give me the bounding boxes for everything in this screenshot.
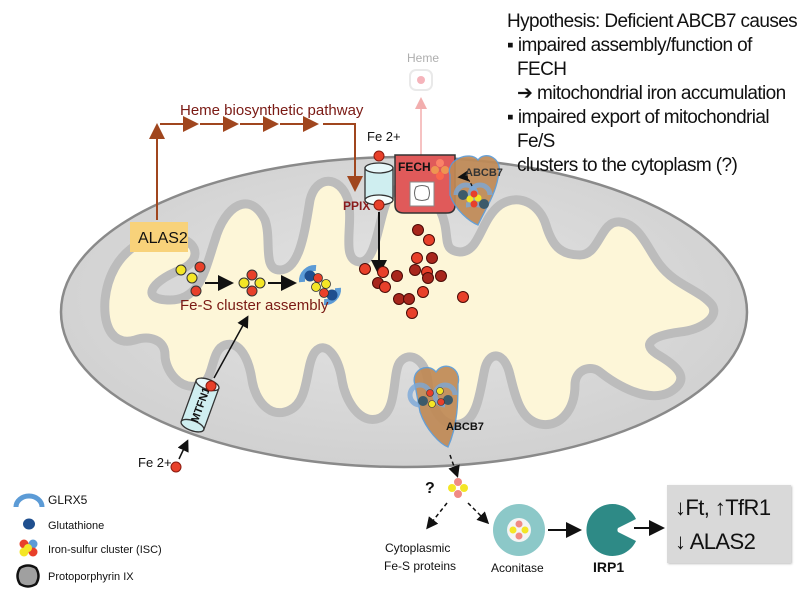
ppix-label: PPIX — [343, 199, 370, 213]
abcb7-bottom-label: ABCB7 — [446, 421, 484, 433]
hypothesis-consequence: ➔ mitochondrial iron accumulation — [507, 82, 799, 106]
abcb7-transporter-top: ABCB7 — [448, 155, 503, 226]
fech-label: FECH — [398, 160, 431, 174]
hypothesis-bullet-2: ▪ impaired export of mitochondrial Fe/S — [507, 106, 799, 154]
glutathione-dot-icon — [23, 518, 35, 530]
heme-pathway-label: Heme biosynthetic pathway — [180, 102, 364, 119]
cyto-label-line2: Fe-S proteins — [384, 559, 456, 573]
hypothesis-bullet-1: ▪ impaired assembly/function of FECH — [507, 34, 799, 82]
fe-top-label: Fe 2+ — [367, 129, 401, 144]
exported-isc-icon — [448, 478, 468, 498]
hypothesis-panel: Hypothesis: Deficient ABCB7 causes ▪ imp… — [507, 10, 799, 178]
iron-ion-icon — [205, 380, 217, 392]
consequence-text: mitochondrial iron accumulation — [537, 83, 786, 104]
abcb7-transporter-bottom: ABCB7 — [407, 365, 484, 448]
svg-text:Glutathione: Glutathione — [48, 520, 104, 532]
down-arrow-icon: ↓ — [675, 495, 686, 520]
irp1: IRP1 — [586, 504, 636, 575]
right-arrow-icon: ➔ — [517, 83, 533, 104]
svg-text:Protoporphyrin IX: Protoporphyrin IX — [48, 571, 134, 583]
svg-text:Iron-sulfur cluster (ISC): Iron-sulfur cluster (ISC) — [48, 544, 162, 556]
cytoplasmic-pathway: ? Cytoplasmic Fe-S proteins Aconitase IR… — [384, 454, 665, 575]
fes-assembly: Fe-S cluster assembly — [175, 261, 342, 314]
bullet-text: impaired assembly/function of FECH — [517, 35, 752, 80]
bullet-marker: ▪ — [507, 35, 514, 56]
legend-item-isc: Iron-sulfur cluster (ISC) — [19, 539, 162, 557]
svg-text:GLRX5: GLRX5 — [48, 493, 88, 507]
legend-item-protoporphyrin: Protoporphyrin IX — [16, 564, 134, 588]
tfr1-text: TfR1 — [725, 495, 771, 520]
ferritin-text: Ft, — [685, 495, 710, 520]
iron-sulfur-cluster-icon — [19, 539, 38, 557]
iron-ion-icon — [170, 461, 182, 473]
outcome-line-2: ↓ ALAS2 — [675, 525, 791, 559]
fech-enzyme: FECH — [394, 154, 456, 214]
aconitase: Aconitase — [491, 504, 545, 575]
heme-label: Heme — [407, 51, 439, 65]
cyto-label-line1: Cytoplasmic — [385, 541, 450, 555]
heme-molecule-icon — [409, 69, 433, 91]
abcb7-top-label: ABCB7 — [465, 167, 503, 179]
heme-pathway: Heme biosynthetic pathway PPIX — [149, 102, 370, 220]
legend: GLRX5 Glutathione Iron-sulfur cluster (I… — [13, 493, 162, 588]
alas2-enzyme: ALAS2 — [130, 222, 188, 252]
hypothesis-bullet-2-cont: clusters to the cytoplasm (?) — [517, 155, 738, 176]
question-mark: ? — [425, 480, 435, 497]
fe-bottom-label: Fe 2+ — [138, 455, 172, 470]
up-arrow-icon: ↑ — [714, 495, 726, 520]
irp1-label: IRP1 — [593, 559, 624, 575]
alas2-outcome-text: ALAS2 — [689, 529, 756, 554]
mitoferrin-transporter: Fe 2+ MTFN1 — [138, 315, 249, 473]
legend-item-glutathione: Glutathione — [23, 518, 104, 532]
legend-item-glrx5: GLRX5 — [13, 493, 88, 508]
down-arrow-icon: ↓ — [675, 529, 686, 554]
heme-export: Heme — [407, 51, 439, 170]
iron-ion-icon — [373, 199, 385, 211]
iron-importer-top: Fe 2+ — [364, 129, 401, 276]
alas2-label: ALAS2 — [138, 230, 188, 247]
iron-sulfur-cluster-icon — [238, 269, 266, 297]
outcome-box: ↓Ft, ↑TfR1 ↓ ALAS2 — [667, 485, 791, 563]
iron-ion-icon — [373, 150, 385, 162]
hypothesis-title: Hypothesis: Deficient ABCB7 causes — [507, 11, 798, 32]
protoporphyrin-icon — [16, 564, 40, 588]
glrx5-complex — [298, 264, 342, 306]
iron-accumulation — [359, 224, 469, 319]
bullet-marker: ▪ — [507, 107, 514, 128]
glrx5-arc-icon — [13, 493, 45, 508]
outcome-line-1: ↓Ft, ↑TfR1 — [675, 491, 791, 525]
fes-assembly-label: Fe-S cluster assembly — [180, 297, 329, 314]
bullet-text: impaired export of mitochondrial Fe/S — [517, 107, 770, 152]
aconitase-label: Aconitase — [491, 561, 544, 575]
